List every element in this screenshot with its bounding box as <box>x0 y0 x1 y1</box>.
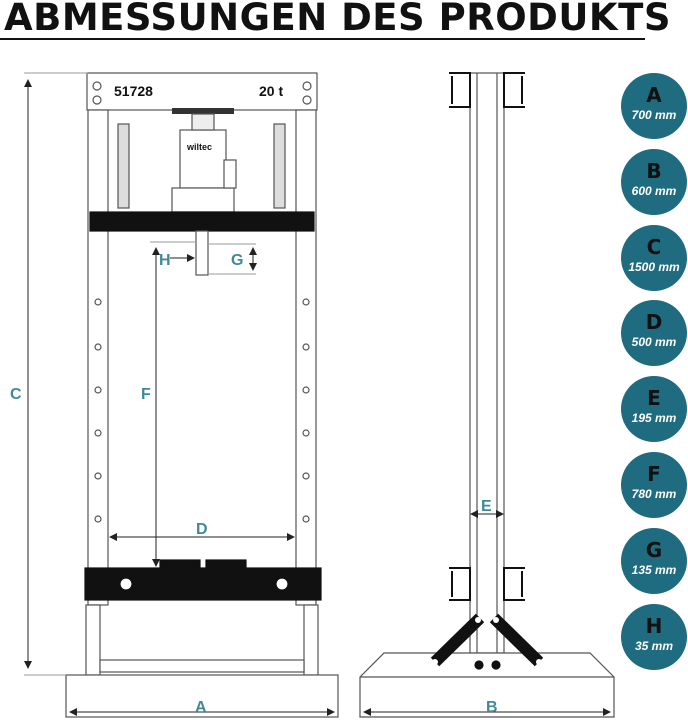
left-leg <box>85 604 101 676</box>
badge-letter: F <box>647 462 661 486</box>
badge-letter: H <box>645 614 663 638</box>
plate-bolts-right <box>302 81 312 105</box>
plate-bolts-left <box>92 81 102 105</box>
brace-left <box>430 613 485 667</box>
bed-pin-right <box>275 577 289 591</box>
dimension-badge-a: A 700 mm <box>621 73 687 139</box>
plate-capacity: 20 t <box>259 83 283 99</box>
side-bed-bracket-left <box>449 567 471 601</box>
badge-letter: A <box>646 83 662 107</box>
label-e: E <box>481 498 492 515</box>
dimension-lines <box>24 72 611 716</box>
side-bolt-left <box>474 660 484 670</box>
press-plate-right <box>205 559 247 569</box>
jack-body <box>179 129 227 189</box>
label-b: B <box>486 699 498 716</box>
side-column-outer <box>469 72 505 654</box>
dimension-labels: C A B D F H G E <box>10 252 498 716</box>
label-f: F <box>141 386 151 403</box>
dimension-badge-b: B 600 mm <box>621 149 687 215</box>
moving-beam <box>89 211 315 232</box>
label-h: H <box>159 252 171 269</box>
badge-value: 1500 mm <box>628 260 680 274</box>
plate-model: 51728 <box>114 83 153 99</box>
left-spring <box>117 123 130 209</box>
badge-value: 600 mm <box>631 184 677 198</box>
badge-value: 500 mm <box>631 335 677 349</box>
badge-value: 780 mm <box>631 487 677 501</box>
side-top-bracket-right <box>503 72 525 108</box>
dimension-badge-d: D 500 mm <box>621 300 687 366</box>
jack-head <box>172 108 234 114</box>
lower-crossbar <box>99 659 305 673</box>
page-title: ABMESSUNGEN DES PRODUKTS <box>4 0 671 39</box>
front-view <box>65 72 339 718</box>
badge-value: 135 mm <box>631 563 677 577</box>
jack-ram-top <box>191 113 215 131</box>
label-d: D <box>196 521 208 538</box>
badge-value: 195 mm <box>631 411 677 425</box>
bed-pin-left <box>119 577 133 591</box>
dimension-badge-h: H 35 mm <box>621 604 687 670</box>
press-plate-left <box>159 559 201 569</box>
badge-letter: G <box>645 538 663 562</box>
adjustment-holes-right <box>302 298 310 523</box>
left-upright <box>87 109 109 606</box>
badge-value: 35 mm <box>634 639 674 653</box>
badge-letter: B <box>646 159 662 183</box>
side-view <box>359 72 615 718</box>
dimension-badge-e: E 195 mm <box>621 376 687 442</box>
badge-letter: E <box>647 386 661 410</box>
right-spring <box>273 123 286 209</box>
piston <box>195 230 209 276</box>
jack-handle-socket <box>223 159 237 189</box>
side-bolt-right <box>491 660 501 670</box>
top-plate <box>86 72 318 111</box>
dimension-badge-g: G 135 mm <box>621 528 687 594</box>
right-leg <box>303 604 319 676</box>
jack-base <box>171 187 235 213</box>
brace-right <box>489 613 544 667</box>
right-upright <box>295 109 317 606</box>
badge-letter: D <box>645 310 663 334</box>
side-top-bracket-left <box>449 72 471 108</box>
label-c: C <box>10 386 22 403</box>
label-g: G <box>231 252 243 269</box>
dimension-badge-f: F 780 mm <box>621 452 687 518</box>
side-bed-bracket-right <box>503 567 525 601</box>
title-underline <box>0 38 645 40</box>
badge-letter: C <box>646 235 662 259</box>
badge-value: 700 mm <box>631 108 677 122</box>
jack-brand: wiltec <box>186 142 212 152</box>
dimension-badge-c: C 1500 mm <box>621 225 687 291</box>
label-a: A <box>195 699 207 716</box>
adjustment-holes-left <box>94 298 102 523</box>
